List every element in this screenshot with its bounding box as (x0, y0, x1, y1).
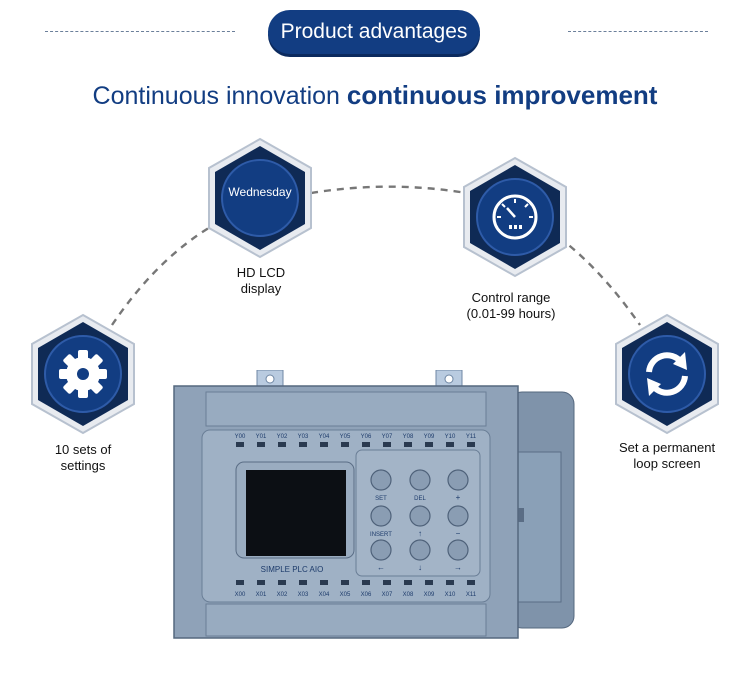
output-label: Y00 (235, 434, 246, 440)
loop-label-line1: Set a permanent (618, 440, 716, 455)
output-label: Y09 (424, 434, 435, 440)
output-label: Y05 (340, 434, 351, 440)
headline-light: Continuous innovation (92, 82, 340, 110)
input-label: X04 (319, 592, 330, 598)
output-label: Y08 (403, 434, 414, 440)
key-plus-label: + (456, 493, 461, 502)
input-label: X01 (256, 592, 267, 598)
settings-label-line2: settings (60, 458, 106, 473)
lcd-display-icon: Wednesday (228, 185, 292, 199)
output-label: Y11 (466, 434, 477, 440)
refresh-loop-icon (646, 352, 688, 396)
key-right-label: → (454, 563, 462, 572)
hd-lcd-hexagon (208, 137, 312, 259)
input-label: X05 (340, 592, 351, 598)
key-insert-label: INSERT (370, 532, 392, 538)
device-brand-label: SIMPLE PLC AIO (261, 565, 324, 574)
output-label: Y10 (445, 434, 456, 440)
key-down-label: ↓ (418, 563, 422, 572)
header-right-divider (568, 31, 708, 32)
input-label: X06 (361, 592, 372, 598)
gear-icon (59, 350, 107, 398)
output-label: Y01 (256, 434, 267, 440)
section-title: Product advantages (268, 10, 480, 54)
loop-hexagon (615, 313, 719, 435)
headline: Continuous innovation continuous improve… (0, 80, 750, 111)
control-range-label-line1: Control range (471, 290, 551, 305)
hd-lcd-label-line1: HD LCD (236, 265, 286, 280)
hd-lcd-label: HD LCD display (186, 265, 336, 297)
settings-label: 10 sets of settings (8, 442, 158, 474)
input-label: X10 (445, 592, 456, 598)
input-label: X00 (235, 592, 246, 598)
header-left-divider (45, 31, 235, 32)
loop-label: Set a permanent loop screen (592, 440, 742, 472)
output-label: Y07 (382, 434, 393, 440)
input-label: X11 (466, 592, 477, 598)
key-left-label: ← (377, 563, 385, 572)
input-label: X07 (382, 592, 393, 598)
output-label: Y04 (319, 434, 330, 440)
input-label: X08 (403, 592, 414, 598)
key-up-label: ↑ (418, 529, 422, 538)
control-range-label: Control range (0.01-99 hours) (436, 290, 586, 322)
output-label: Y02 (277, 434, 288, 440)
key-minus-label: − (456, 529, 461, 538)
loop-label-line2: loop screen (633, 456, 701, 471)
keypad (370, 469, 469, 561)
headline-bold: continuous improvement (346, 80, 658, 110)
plc-device: Y00 Y01 Y02 Y03 Y04 Y05 Y06 Y07 Y08 Y09 … (173, 370, 575, 639)
input-label: X02 (277, 592, 288, 598)
input-label: X09 (424, 592, 435, 598)
key-set-label: SET (375, 496, 387, 502)
output-label: Y03 (298, 434, 309, 440)
input-label: X03 (298, 592, 309, 598)
gauge-icon (492, 194, 538, 240)
key-del-label: DEL (414, 496, 426, 502)
output-label: Y06 (361, 434, 372, 440)
control-range-label-line2: (0.01-99 hours) (466, 306, 556, 321)
hd-lcd-label-line2: display (240, 281, 282, 296)
settings-label-line1: 10 sets of (54, 442, 112, 457)
